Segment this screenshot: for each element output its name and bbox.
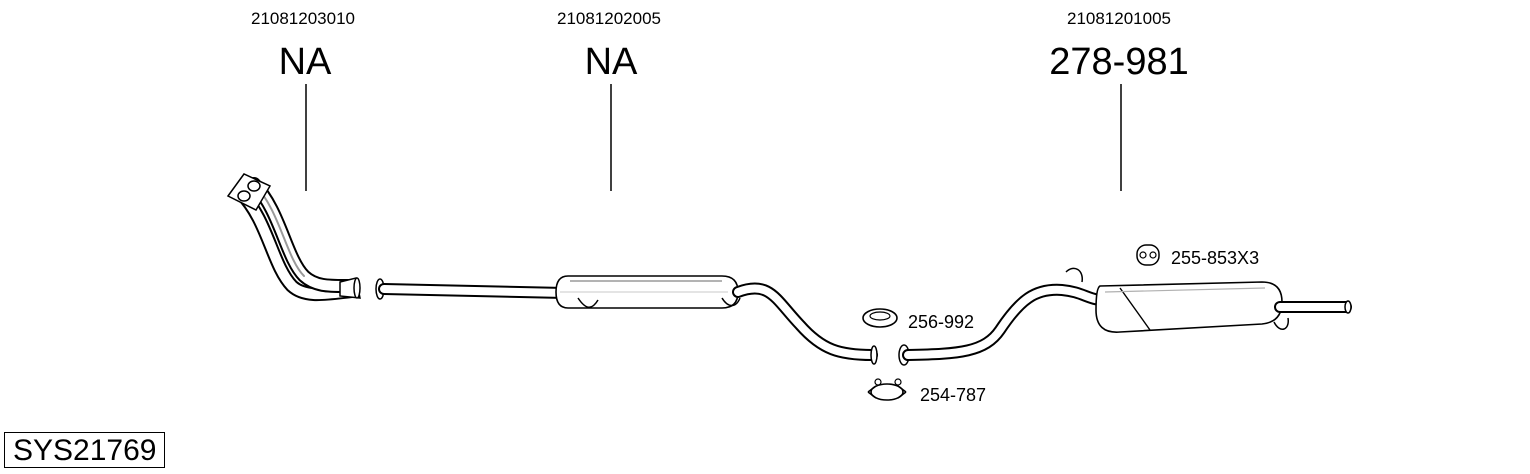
part-number: NA	[279, 41, 332, 83]
oe-number: 21081202005	[557, 9, 661, 28]
accessory-number: 256-992	[908, 312, 974, 332]
accessory-rubber-hanger[interactable]: 255-853X3	[1136, 244, 1259, 268]
oe-number: 21081203010	[251, 9, 355, 28]
part-label-rear-muffler[interactable]: 21081201005 278-981	[1049, 9, 1189, 191]
front-pipe[interactable]	[226, 173, 361, 302]
accessory-gasket[interactable]: 256-992	[862, 308, 974, 332]
part-number: NA	[585, 41, 638, 83]
part-label-front-pipe[interactable]: 21081203010 NA	[251, 9, 355, 191]
part-number: 278-981	[1049, 41, 1188, 83]
system-id-badge: SYS21769	[4, 432, 166, 468]
rear-muffler[interactable]	[898, 267, 1352, 366]
rubber-hanger-icon	[1136, 244, 1160, 266]
oe-number: 21081201005	[1067, 9, 1171, 28]
part-label-center-muffler[interactable]: 21081202005 NA	[557, 9, 661, 191]
pipe-clamp-icon	[867, 378, 907, 401]
accessory-number: 254-787	[920, 385, 986, 405]
accessory-clamp[interactable]: 254-787	[867, 378, 986, 405]
gasket-ring-icon	[862, 308, 898, 328]
accessory-number: 255-853X3	[1171, 248, 1259, 268]
center-muffler[interactable]	[375, 275, 878, 365]
